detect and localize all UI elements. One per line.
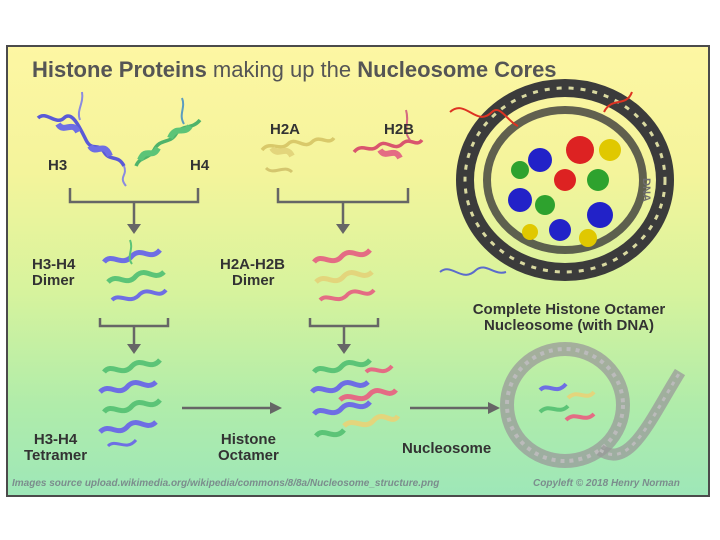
arrow-to-tetramer [98, 318, 170, 354]
h3h4-tetramer [98, 358, 162, 448]
arrow-tetramer-to-octamer [182, 402, 282, 414]
label-complete-octamer: Complete Histone Octamer Nucleosome (wit… [459, 302, 679, 334]
arrow-to-octamer [308, 318, 380, 354]
label-h2ah2b-dimer-line1: H2A-H2B [220, 256, 286, 273]
label-h2a: H2A [270, 121, 301, 138]
label-h3h4-dimer-line2: Dimer [32, 272, 75, 289]
label-tetramer: H3-H4 Tetramer [24, 432, 87, 464]
label-tetramer-line2: Tetramer [24, 447, 88, 464]
title-part-1: Histone Proteins [32, 57, 207, 82]
label-nucleosome: Nucleosome [402, 440, 492, 457]
h3h4-dimer [102, 239, 168, 302]
label-h2ah2b-dimer-line2: Dimer [232, 272, 275, 289]
title-part-3: Nucleosome Cores [357, 57, 557, 82]
diagram-title: Histone Proteins making up the Nucleosom… [32, 57, 557, 83]
footer-source: Images source upload.wikimedia.org/wikip… [12, 478, 440, 489]
nucleosome-model [500, 342, 686, 468]
label-tetramer-line1: H3-H4 [33, 431, 78, 448]
h2ah2b-dimer [312, 248, 376, 302]
label-complete-line1: Complete Histone Octamer [472, 301, 666, 318]
merge-arrow-h3h4 [68, 188, 200, 234]
arrow-octamer-to-nucleosome [410, 402, 500, 414]
merge-arrow-h2ah2b [276, 188, 410, 234]
label-h3: H3 [48, 157, 68, 174]
label-h3h4-dimer-line1: H3-H4 [32, 256, 76, 273]
label-octamer: Histone Octamer [218, 432, 279, 464]
footer-copyleft: Copyleft © 2018 Henry Norman [533, 478, 680, 489]
h2b-protein [352, 109, 424, 160]
label-h2b: H2B [384, 121, 415, 138]
label-h2ah2b-dimer: H2A-H2B Dimer [220, 257, 285, 289]
title-part-2: making up the [206, 57, 358, 82]
label-octamer-line1: Histone [220, 431, 276, 448]
label-h3h4-dimer: H3-H4 Dimer [32, 257, 75, 289]
label-h4: H4 [190, 157, 210, 174]
complete-nucleosome-with-dna [439, 79, 674, 281]
label-octamer-line2: Octamer [218, 447, 279, 464]
label-complete-line2: Nucleosome (with DNA) [483, 317, 654, 334]
h2a-protein [260, 136, 336, 174]
h3-protein [36, 91, 127, 187]
label-dna: DNA [640, 178, 652, 202]
histone-octamer [310, 358, 401, 438]
h4-protein [134, 97, 202, 167]
